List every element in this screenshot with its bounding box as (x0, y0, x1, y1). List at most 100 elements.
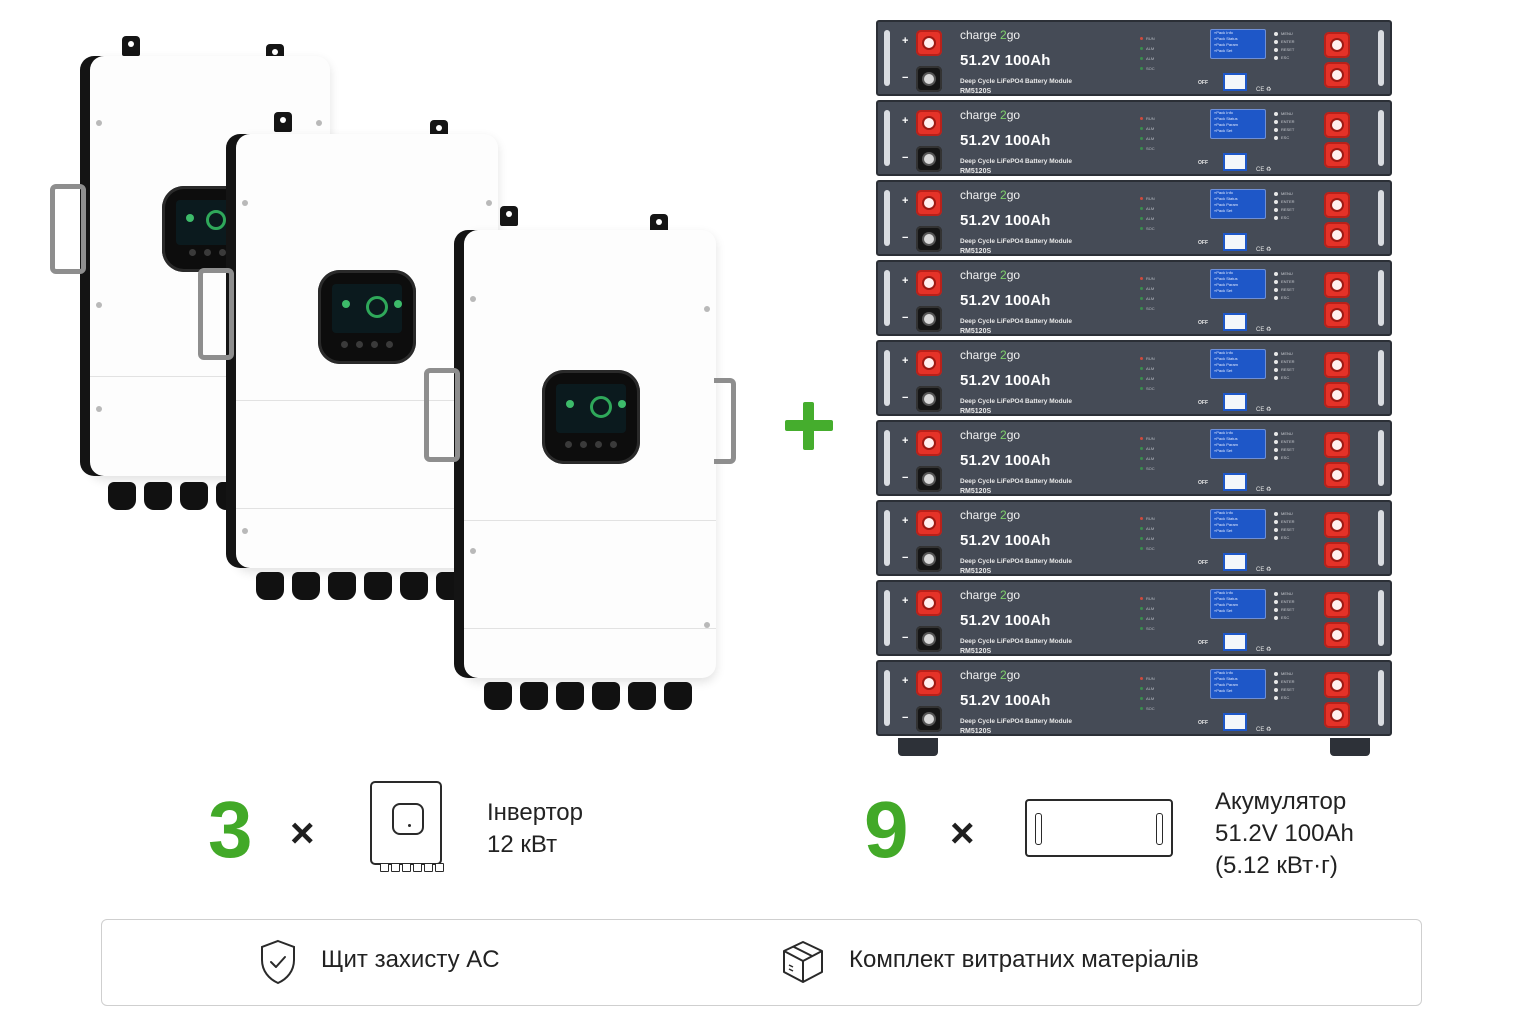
negative-terminal (1324, 542, 1350, 568)
module-lcd: »Pack Info »Pack Status »Pack Param »Pac… (1210, 589, 1266, 619)
brand-logo: charge 2go (960, 108, 1021, 122)
switch-off-label: OFF (1198, 720, 1208, 726)
module-title: 51.2V 100Ah (960, 532, 1051, 549)
negative-terminal (916, 706, 942, 732)
battery-module: + − charge 2go 51.2V 100Ah Deep Cycle Li… (876, 260, 1392, 336)
power-switch (1223, 313, 1247, 331)
brand-logo: charge 2go (960, 188, 1021, 202)
negative-terminal (1324, 222, 1350, 248)
plus-polarity-label: + (902, 595, 909, 607)
power-switch (1223, 153, 1247, 171)
status-leds: RUN ALM ALM SOC (1140, 194, 1155, 234)
rack-ear (884, 670, 890, 726)
status-leds: RUN ALM ALM SOC (1140, 514, 1155, 554)
minus-polarity-label: − (902, 472, 909, 484)
certification-marks: CE ♻ (1256, 87, 1272, 93)
certification-marks: CE ♻ (1256, 167, 1272, 173)
brand-logo: charge 2go (960, 268, 1021, 282)
plus-polarity-label: + (902, 195, 909, 207)
negative-terminal (916, 626, 942, 652)
rack-ear (1378, 670, 1384, 726)
switch-off-label: OFF (1198, 400, 1208, 406)
status-leds: RUN ALM ALM SOC (1140, 34, 1155, 74)
battery-module: + − charge 2go 51.2V 100Ah Deep Cycle Li… (876, 100, 1392, 176)
rack-ear (884, 190, 890, 246)
negative-terminal (1324, 382, 1350, 408)
module-subtitle: Deep Cycle LiFePO4 Battery Module (960, 78, 1072, 85)
switch-off-label: OFF (1198, 480, 1208, 486)
module-lcd: »Pack Info »Pack Status »Pack Param »Pac… (1210, 509, 1266, 539)
module-model: RM5120S (960, 88, 992, 95)
module-title: 51.2V 100Ah (960, 132, 1051, 149)
rack-ear (884, 510, 890, 566)
module-model: RM5120S (960, 488, 992, 495)
extras-panel: Щит захисту AC Комплект витратних матері… (101, 919, 1422, 1006)
inverter-display (542, 370, 640, 464)
rack-ear (1378, 590, 1384, 646)
module-keys: MENU ENTER RESET ESC (1274, 30, 1295, 62)
module-keys: MENU ENTER RESET ESC (1274, 110, 1295, 142)
positive-terminal (916, 430, 942, 456)
negative-terminal (1324, 462, 1350, 488)
battery-module: + − charge 2go 51.2V 100Ah Deep Cycle Li… (876, 340, 1392, 416)
brand-logo: charge 2go (960, 28, 1021, 42)
negative-terminal (916, 306, 942, 332)
module-subtitle: Deep Cycle LiFePO4 Battery Module (960, 478, 1072, 485)
shield-check-icon (261, 939, 295, 985)
plus-polarity-label: + (902, 355, 909, 367)
positive-terminal (916, 590, 942, 616)
battery-module: + − charge 2go 51.2V 100Ah Deep Cycle Li… (876, 660, 1392, 736)
status-leds: RUN ALM ALM SOC (1140, 434, 1155, 474)
positive-terminal (916, 110, 942, 136)
battery-quantity: 9 (864, 785, 909, 874)
inverter-unit (198, 112, 508, 602)
minus-polarity-label: − (902, 312, 909, 324)
rack-ear (884, 430, 890, 486)
module-lcd: »Pack Info »Pack Status »Pack Param »Pac… (1210, 109, 1266, 139)
certification-marks: CE ♻ (1256, 247, 1272, 253)
inverter-handle (714, 378, 736, 464)
module-subtitle: Deep Cycle LiFePO4 Battery Module (960, 318, 1072, 325)
power-switch (1223, 633, 1247, 651)
brand-logo: charge 2go (960, 668, 1021, 682)
battery-module: + − charge 2go 51.2V 100Ah Deep Cycle Li… (876, 20, 1392, 96)
brand-logo: charge 2go (960, 348, 1021, 362)
module-keys: MENU ENTER RESET ESC (1274, 590, 1295, 622)
module-model: RM5120S (960, 168, 992, 175)
power-switch (1223, 713, 1247, 731)
mounting-tab (500, 206, 518, 226)
rack-ear (1378, 430, 1384, 486)
negative-terminal (1324, 62, 1350, 88)
positive-terminal (1324, 112, 1350, 138)
module-keys: MENU ENTER RESET ESC (1274, 430, 1295, 462)
module-model: RM5120S (960, 408, 992, 415)
switch-off-label: OFF (1198, 80, 1208, 86)
minus-polarity-label: − (902, 632, 909, 644)
rack-ear (884, 270, 890, 326)
module-keys: MENU ENTER RESET ESC (1274, 670, 1295, 702)
inverter-name: Інвертор (487, 799, 583, 826)
certification-marks: CE ♻ (1256, 567, 1272, 573)
negative-terminal (916, 466, 942, 492)
battery-module: + − charge 2go 51.2V 100Ah Deep Cycle Li… (876, 180, 1392, 256)
rack-ear (1378, 190, 1384, 246)
power-switch (1223, 393, 1247, 411)
minus-polarity-label: − (902, 152, 909, 164)
plus-polarity-label: + (902, 275, 909, 287)
plus-polarity-label: + (902, 435, 909, 447)
negative-terminal (916, 226, 942, 252)
module-title: 51.2V 100Ah (960, 692, 1051, 709)
module-title: 51.2V 100Ah (960, 612, 1051, 629)
status-leds: RUN ALM ALM SOC (1140, 274, 1155, 314)
mounting-tab (650, 214, 668, 234)
rack-ear (1378, 510, 1384, 566)
inverter-power: 12 кВт (487, 831, 558, 858)
minus-polarity-label: − (902, 552, 909, 564)
certification-marks: CE ♻ (1256, 727, 1272, 733)
module-subtitle: Deep Cycle LiFePO4 Battery Module (960, 638, 1072, 645)
certification-marks: CE ♻ (1256, 407, 1272, 413)
rack-ear (884, 30, 890, 86)
switch-off-label: OFF (1198, 640, 1208, 646)
module-lcd: »Pack Info »Pack Status »Pack Param »Pac… (1210, 349, 1266, 379)
module-subtitle: Deep Cycle LiFePO4 Battery Module (960, 558, 1072, 565)
